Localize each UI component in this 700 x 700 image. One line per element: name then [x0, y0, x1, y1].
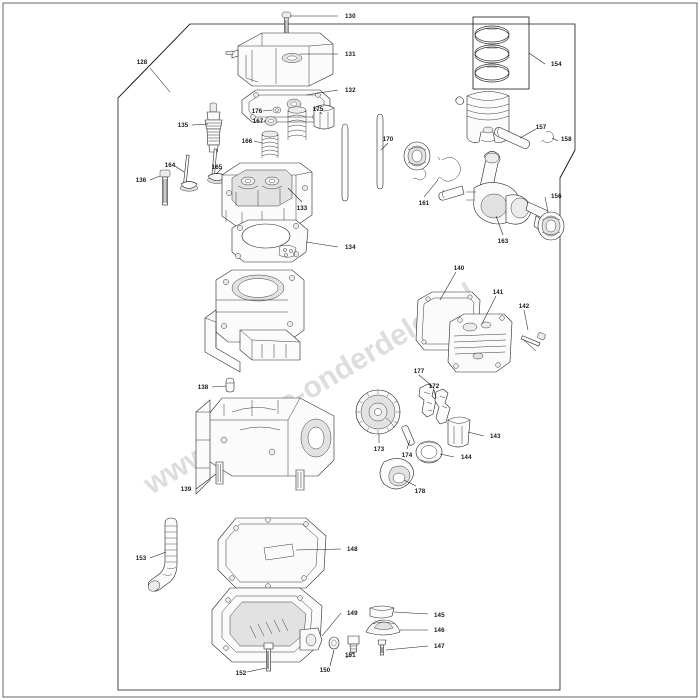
valve-cover: [225, 32, 334, 87]
callout-146: 146: [434, 627, 445, 634]
intake-valve: [179, 154, 199, 192]
valve-keeper-upper: [286, 98, 302, 110]
callout-141: 141: [493, 289, 504, 296]
callout-131: 131: [345, 51, 356, 58]
valve-cap: [313, 104, 335, 130]
crankshaft: [438, 151, 549, 233]
oil-switch-screw: [377, 639, 387, 656]
breather-hose: [147, 517, 178, 592]
governor-shaft-pin: [401, 425, 415, 446]
crankshaft-bearing: [537, 211, 565, 241]
crankshaft-bearing-left: [403, 141, 431, 171]
circlip: [436, 156, 461, 182]
oil-slinger: [379, 458, 414, 490]
oil-pan-gasket: [217, 517, 327, 589]
callout-138: 138: [198, 384, 209, 391]
dowel-pin: [225, 377, 235, 393]
drain-plug: [347, 635, 360, 653]
callout-164: 164: [165, 162, 176, 169]
oil-pan: [211, 587, 323, 663]
callout-numbers: 128 130 131 132 133 134 135 136 138 139 …: [136, 13, 572, 677]
callout-130: 130: [345, 13, 356, 20]
drain-washer: [328, 636, 340, 650]
breather-cover: [447, 313, 513, 373]
callout-140: 140: [454, 265, 465, 272]
callout-149: 149: [347, 610, 358, 617]
callout-177: 177: [414, 368, 425, 375]
governor-sleeve: [447, 416, 471, 448]
crankcase: [195, 397, 335, 495]
callout-178: 178: [415, 488, 426, 495]
callout-136: 136: [136, 177, 147, 184]
callout-139: 139: [181, 486, 192, 493]
oil-pan-bolt: [263, 642, 274, 672]
callout-174: 174: [402, 452, 413, 459]
callout-148: 148: [347, 546, 358, 553]
callout-170: 170: [383, 136, 394, 143]
cylinder-block: [204, 269, 305, 373]
valve-keeper: [272, 106, 282, 114]
callout-173: 173: [374, 446, 385, 453]
head-bolt: [159, 169, 171, 206]
callout-176: 176: [252, 108, 263, 115]
callout-161: 161: [419, 200, 430, 207]
callout-147: 147: [434, 643, 445, 650]
callout-142: 142: [519, 303, 530, 310]
callout-167: 167: [253, 118, 264, 125]
callout-151: 151: [345, 652, 356, 659]
assembly-boundary-outline: [117, 23, 576, 691]
callout-166: 166: [242, 138, 253, 145]
piston-ring-set: [472, 16, 530, 90]
callout-132: 132: [345, 87, 356, 94]
oil-sensor-plate: [369, 605, 395, 619]
callout-175: 175: [313, 106, 324, 113]
cylinder-head: [221, 162, 313, 227]
callout-150: 150: [320, 667, 331, 674]
callout-128: 128: [137, 59, 148, 66]
leader-lines: [149, 15, 559, 673]
governor-gear: [355, 389, 401, 435]
piston-pin: [494, 127, 530, 149]
governor-arm: [418, 383, 451, 425]
callout-152: 152: [236, 670, 247, 677]
governor-holder: [415, 440, 443, 464]
valve-spring-2: [287, 106, 307, 140]
callout-153: 153: [136, 555, 147, 562]
push-rod: [341, 123, 349, 202]
push-rod-2: [376, 113, 384, 190]
callout-156: 156: [551, 193, 562, 200]
callout-145: 145: [434, 612, 445, 619]
callout-163: 163: [498, 238, 509, 245]
callout-165: 165: [212, 164, 223, 171]
valve-spring-retainer: [264, 116, 278, 126]
callout-133: 133: [297, 205, 308, 212]
callout-143: 143: [490, 433, 501, 440]
valve-spring: [261, 130, 279, 158]
callout-134: 134: [345, 244, 356, 251]
callout-135: 135: [178, 122, 189, 129]
callout-158: 158: [561, 136, 572, 143]
breather-cover-bolt: [520, 332, 546, 352]
piston-pin-clip: [540, 131, 554, 143]
spark-plug: [204, 102, 223, 153]
callout-154: 154: [551, 61, 562, 68]
callout-172: 172: [429, 383, 440, 390]
callout-157: 157: [536, 124, 547, 131]
cylinder-head-gasket: [231, 219, 309, 263]
oil-level-switch: [365, 619, 401, 636]
callout-144: 144: [461, 454, 472, 461]
